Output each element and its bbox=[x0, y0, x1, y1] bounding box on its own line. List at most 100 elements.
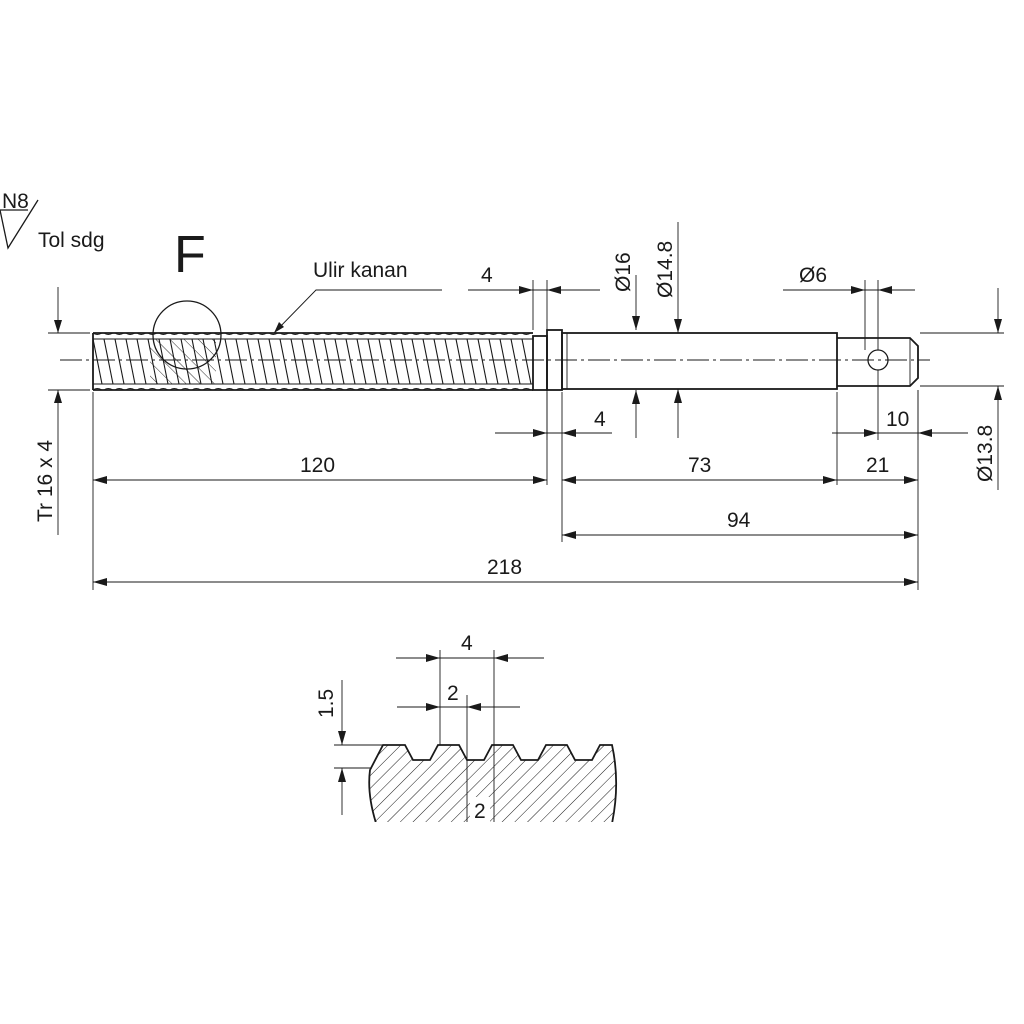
thread-crest bbox=[202, 388, 213, 391]
thread-crest bbox=[92, 332, 103, 335]
thread-line bbox=[323, 338, 334, 385]
thread-crest bbox=[367, 388, 378, 391]
thread-crest bbox=[224, 388, 235, 391]
thread-crest bbox=[169, 332, 180, 335]
dim-end-diameter: Ø13.8 bbox=[974, 288, 1002, 490]
thread-line bbox=[477, 338, 488, 385]
view-label: F bbox=[174, 226, 206, 284]
collar-diameter-text: Ø16 bbox=[612, 252, 635, 292]
collar-width-bottom-text: 4 bbox=[594, 408, 606, 431]
thread-line bbox=[301, 338, 312, 385]
thread-line bbox=[257, 338, 268, 385]
thread-line bbox=[279, 338, 290, 385]
thread-line bbox=[521, 338, 532, 385]
crest-width-text: 2 bbox=[447, 682, 459, 705]
thread-line bbox=[400, 338, 411, 385]
plain-length-text: 94 bbox=[727, 509, 751, 532]
thread-crest bbox=[323, 332, 334, 335]
thread-crest bbox=[323, 388, 334, 391]
thread-crest bbox=[125, 388, 136, 391]
thread-crest bbox=[114, 332, 125, 335]
dim-detail-crest: 2 bbox=[397, 682, 520, 760]
hole-diameter-text: Ø6 bbox=[799, 264, 827, 287]
dim-detail-root: 2 bbox=[470, 797, 490, 823]
thread-crest bbox=[147, 388, 158, 391]
thread-crest bbox=[290, 388, 301, 391]
leader-note: Ulir kanan bbox=[273, 259, 442, 334]
thread-crest bbox=[345, 332, 356, 335]
thread-depth-text: 1.5 bbox=[315, 689, 338, 718]
thread-crest bbox=[136, 332, 147, 335]
thread-line bbox=[411, 338, 422, 385]
shaft-diameter-text: Ø14.8 bbox=[654, 241, 677, 298]
thread-crest bbox=[521, 332, 532, 335]
leader-note-text: Ulir kanan bbox=[313, 259, 408, 282]
thread-crest bbox=[499, 388, 510, 391]
thread-crest bbox=[510, 388, 521, 391]
thread-line bbox=[389, 338, 400, 385]
thread-crest bbox=[279, 332, 290, 335]
thread-crest bbox=[257, 332, 268, 335]
thread-line bbox=[422, 338, 433, 385]
thread-crest bbox=[411, 332, 422, 335]
thread-crest bbox=[477, 388, 488, 391]
thread-crest bbox=[114, 388, 125, 391]
thread-crest bbox=[466, 388, 477, 391]
end-length-text: 21 bbox=[866, 454, 889, 477]
hole-offset-text: 10 bbox=[886, 408, 909, 431]
thread-crest bbox=[378, 332, 389, 335]
thread-line bbox=[444, 338, 455, 385]
thread-crest bbox=[389, 332, 400, 335]
thread-line bbox=[466, 338, 477, 385]
thread-line bbox=[312, 338, 323, 385]
dim-thread-spec: Tr 16 x 4 bbox=[34, 287, 90, 535]
thread-line bbox=[345, 338, 356, 385]
thread-line bbox=[235, 338, 246, 385]
thread-crest bbox=[103, 388, 114, 391]
thread-line bbox=[488, 338, 499, 385]
dim-shaft-diameter: Ø14.8 bbox=[654, 222, 682, 438]
dim-collar-width-bottom: 4 bbox=[495, 392, 612, 440]
pitch-text: 4 bbox=[461, 632, 473, 655]
thread-crest bbox=[455, 388, 466, 391]
thread-crest bbox=[191, 332, 202, 335]
thread-line bbox=[510, 338, 521, 385]
thread-crest bbox=[433, 388, 444, 391]
thread-crest bbox=[389, 388, 400, 391]
thread-crest bbox=[499, 332, 510, 335]
thread-crest bbox=[400, 388, 411, 391]
thread-crest bbox=[235, 388, 246, 391]
dim-plain-length: 94 bbox=[562, 509, 918, 539]
root-width-text: 2 bbox=[474, 800, 486, 823]
thread-line bbox=[224, 338, 235, 385]
thread-crest bbox=[268, 388, 279, 391]
thread-crest bbox=[433, 332, 444, 335]
thread-crest bbox=[103, 332, 114, 335]
thread-crest bbox=[477, 332, 488, 335]
thread-line bbox=[290, 338, 301, 385]
shaft-length-text: 73 bbox=[688, 454, 711, 477]
overall-length-text: 218 bbox=[487, 556, 522, 579]
dim-detail-depth: 1.5 bbox=[315, 680, 383, 815]
thread-line bbox=[125, 338, 136, 385]
surface-grade-text: N8 bbox=[2, 190, 29, 213]
thread-crest bbox=[169, 388, 180, 391]
thread-line bbox=[499, 338, 510, 385]
thread-spec-text: Tr 16 x 4 bbox=[34, 440, 57, 522]
thread-crest bbox=[257, 388, 268, 391]
dim-collar-width-top: 4 bbox=[468, 264, 600, 294]
thread-line bbox=[103, 338, 114, 385]
thread-line bbox=[246, 338, 257, 385]
thread-crest bbox=[301, 388, 312, 391]
shaft-body bbox=[60, 300, 930, 391]
thread-crest bbox=[202, 332, 213, 335]
thread-crest bbox=[246, 332, 257, 335]
thread-crest bbox=[158, 332, 169, 335]
thread-crest bbox=[367, 332, 378, 335]
thread-crest bbox=[466, 332, 477, 335]
dim-collar-diameter: Ø16 bbox=[612, 252, 640, 438]
thread-crest bbox=[290, 332, 301, 335]
thread-line bbox=[455, 338, 466, 385]
thread-crest bbox=[180, 388, 191, 391]
